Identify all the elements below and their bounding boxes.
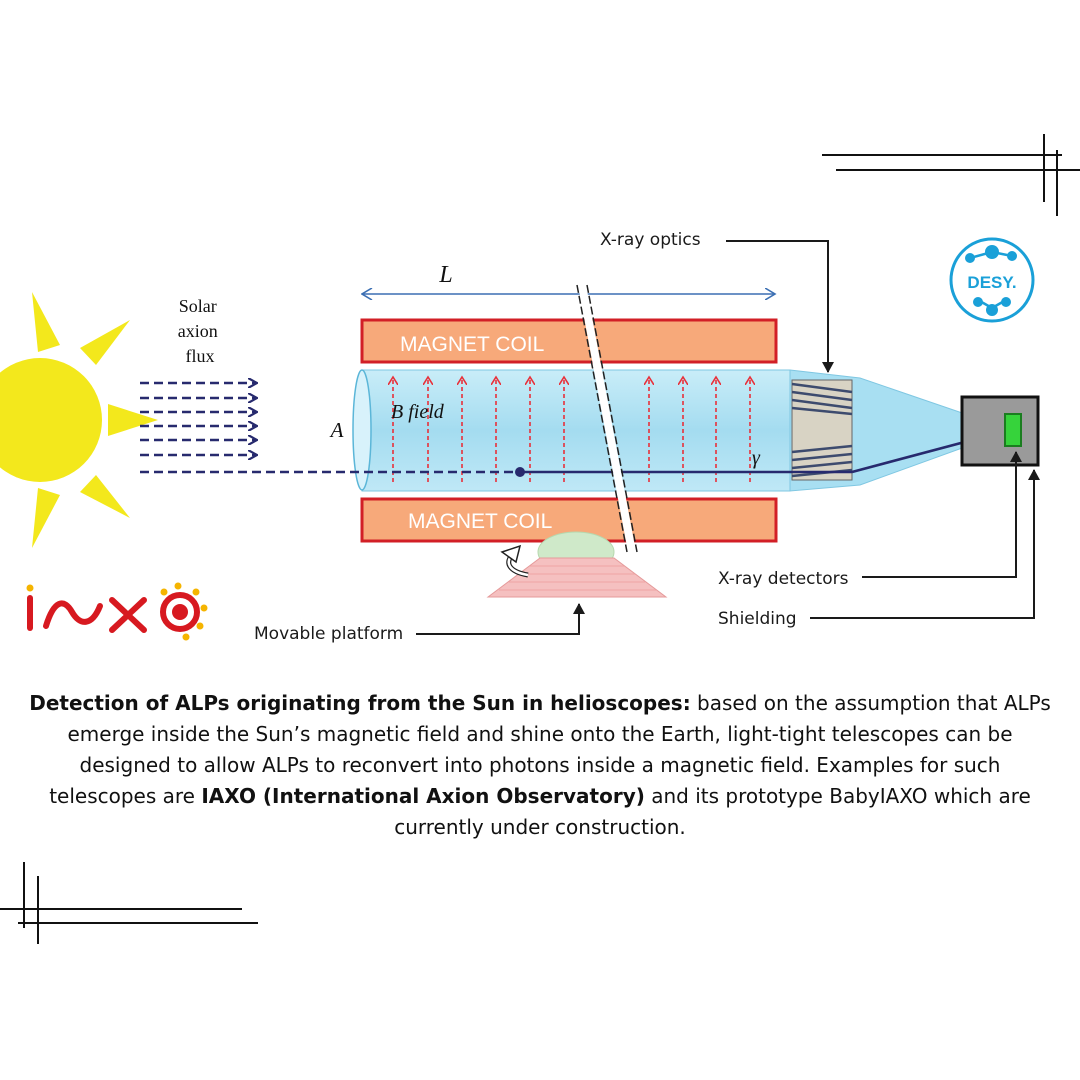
svg-text:MAGNET COIL: MAGNET COIL [408, 510, 552, 533]
photon-symbol: γ [752, 447, 761, 469]
svg-text:MAGNET COIL: MAGNET COIL [400, 333, 544, 356]
svg-text:DESY.: DESY. [967, 273, 1016, 292]
xray-detectors-label: X-ray detectors [718, 569, 849, 589]
b-field-label: B field [391, 401, 445, 423]
magnet-coil-top: MAGNET COIL [360, 318, 778, 364]
length-break-mark [576, 284, 638, 553]
movable-platform [486, 531, 668, 598]
caption-text-2: and its prototype BabyIAXO which are cur… [394, 784, 1031, 839]
caption: Detection of ALPs originating from the S… [28, 688, 1052, 843]
shielding-connector [810, 469, 1040, 619]
sun-icon [0, 292, 158, 548]
xray-optics [789, 369, 1014, 492]
caption-bold-iaxo: IAXO (International Axion Observatory) [201, 784, 645, 808]
desy-logo: DESY. [949, 237, 1035, 323]
xray-detector [960, 395, 1040, 467]
corner-decoration-top-right [822, 134, 1080, 216]
xray-optics-label: X-ray optics [600, 230, 701, 250]
caption-bold-intro: Detection of ALPs originating from the S… [29, 691, 691, 715]
shielding-label: Shielding [718, 609, 797, 629]
solar-flux-arrows [140, 383, 256, 455]
length-symbol: L [438, 262, 452, 288]
solar-flux-label: Solar axion flux [178, 296, 223, 366]
corner-decoration-bottom-left [0, 862, 258, 944]
b-field-arrows [393, 380, 750, 482]
length-dimension: L [362, 262, 775, 294]
xray-detectors-connector [862, 451, 1022, 578]
xray-optics-connector [726, 240, 834, 373]
area-symbol: A [329, 418, 344, 442]
iaxo-logo [26, 582, 208, 641]
movable-platform-connector [416, 603, 585, 635]
caption-text-1: based on the assumption that ALPs emerge… [49, 691, 1051, 808]
movable-platform-label: Movable platform [254, 624, 403, 644]
